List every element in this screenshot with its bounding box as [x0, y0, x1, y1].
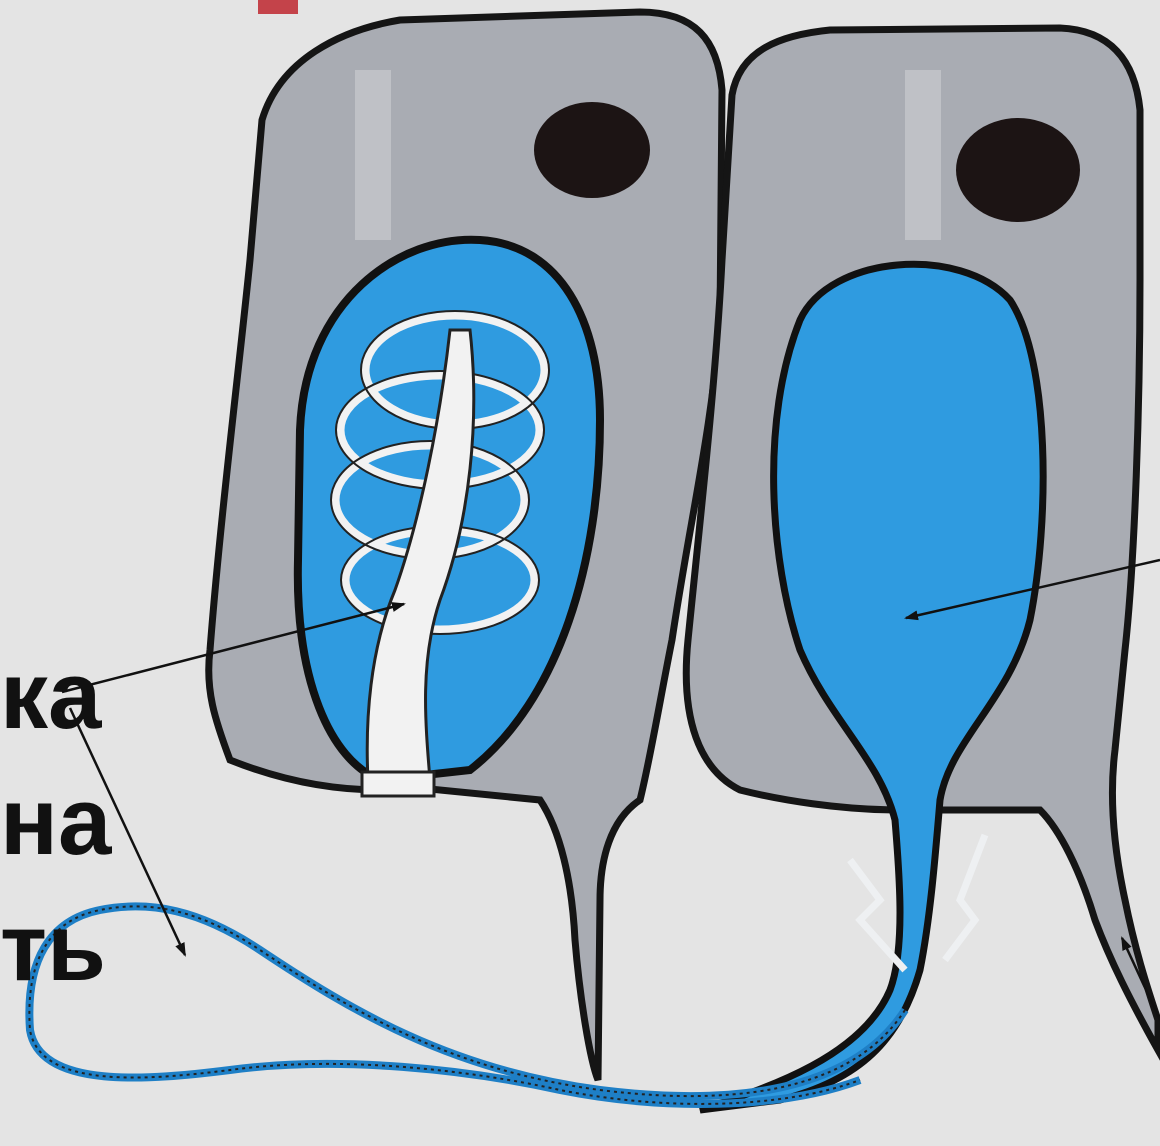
stinging-cell-left — [209, 12, 722, 1080]
label-fragment-1: ка — [0, 648, 101, 744]
nucleus-left — [534, 102, 650, 198]
label-fragment-2: на — [0, 774, 111, 870]
nucleus-right — [956, 118, 1080, 222]
label-fragment-3: ть — [0, 900, 106, 996]
stinging-cell-right — [686, 28, 1158, 1110]
